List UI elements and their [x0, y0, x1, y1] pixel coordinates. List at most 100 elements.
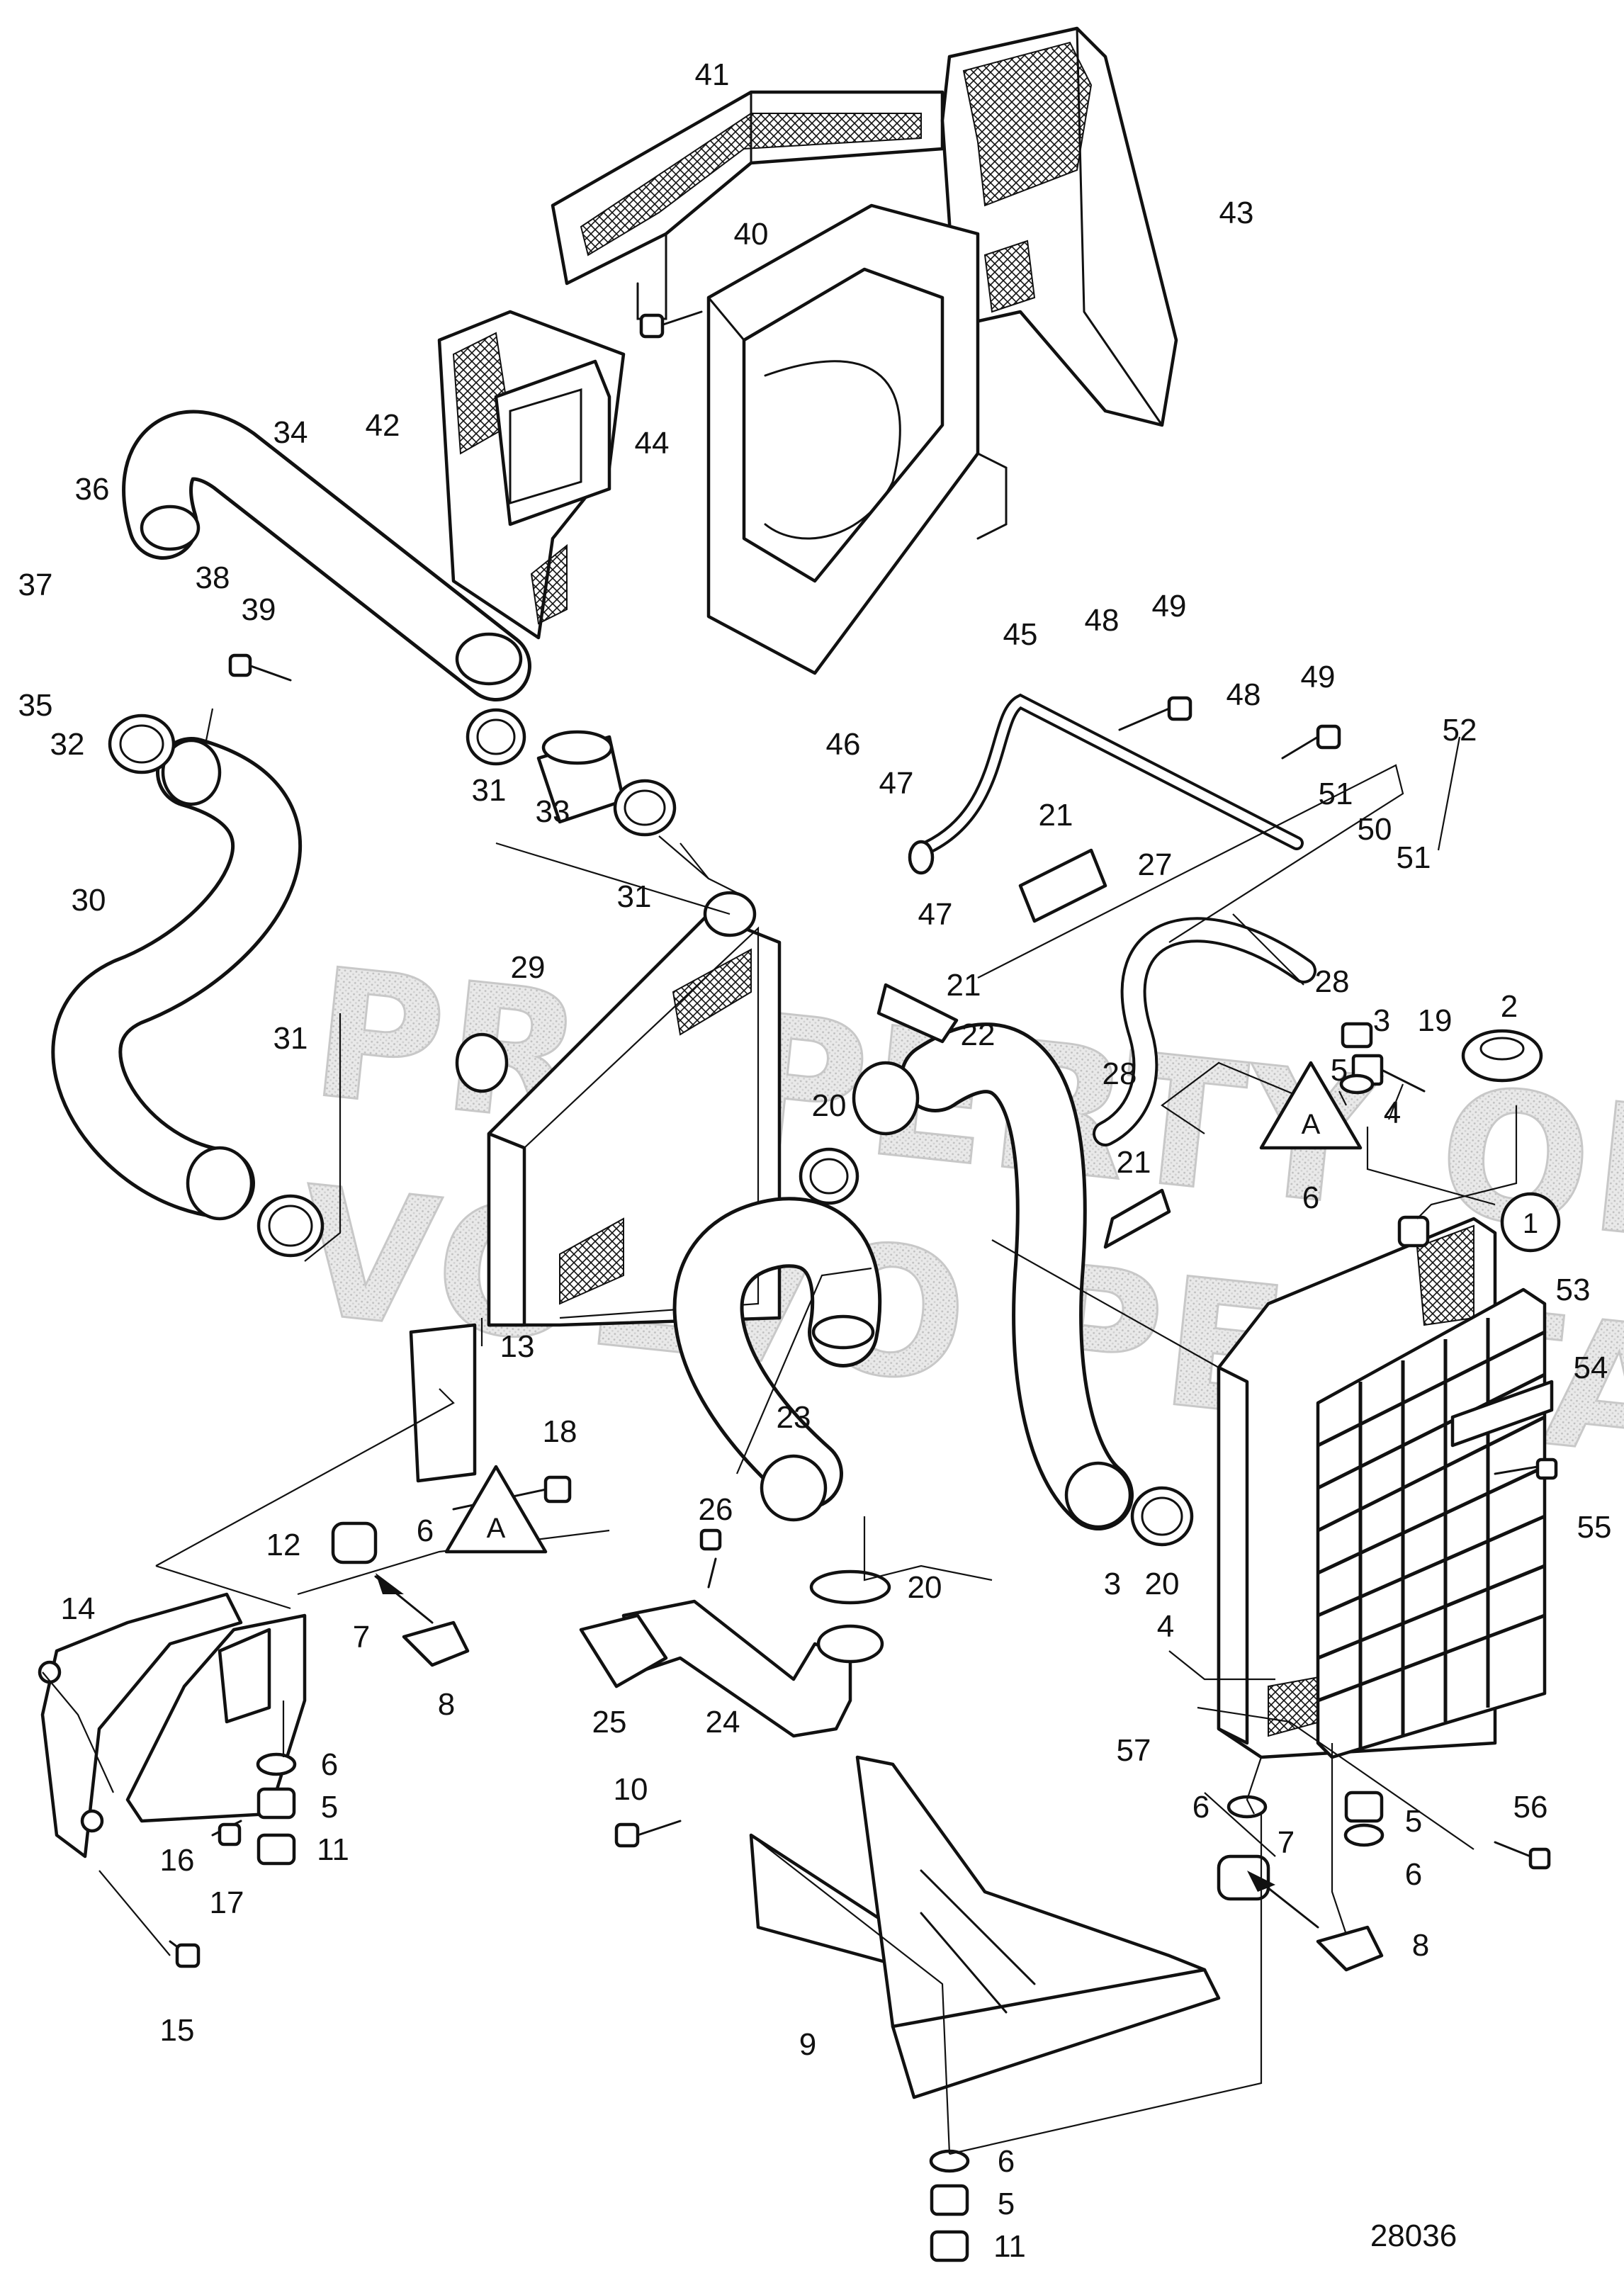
callout-label: 29 [511, 950, 546, 985]
callout-label: 5 [1331, 1053, 1348, 1088]
callout-label: 55 [1577, 1510, 1612, 1545]
callout-label: 23 [777, 1400, 811, 1435]
hose-clamps [108, 708, 1194, 1605]
reference-triangle-a: A A [444, 1061, 1363, 1554]
callout-label: 57 [1117, 1733, 1151, 1768]
callout-label: 21 [947, 968, 981, 1003]
callout-label: 3 [1373, 1003, 1390, 1038]
callout-label: 44 [635, 426, 670, 461]
callout-label: 24 [706, 1705, 740, 1739]
callout-label: 18 [543, 1414, 577, 1449]
callout-label: 6 [1302, 1180, 1319, 1215]
reference-triangle-label-upper: A [1302, 1109, 1321, 1140]
callout-label: 14 [61, 1591, 96, 1626]
hose-clips [876, 848, 1171, 1249]
callout-label: 40 [734, 217, 769, 252]
callout-label: 5 [998, 2187, 1015, 2221]
callout-label: 9 [799, 2027, 816, 2062]
callout-label: 5 [1405, 1804, 1422, 1839]
callout-label: 12 [266, 1528, 301, 1562]
leader-lines [42, 708, 1518, 2155]
callout-label: 47 [918, 897, 953, 932]
callout-label: 17 [210, 1885, 244, 1920]
callout-label: 51 [1319, 777, 1353, 811]
side-fan-guard [940, 26, 1178, 427]
upper-fan-guard [551, 90, 944, 320]
callout-label: 20 [1145, 1567, 1180, 1601]
callout-label: 6 [1405, 1857, 1422, 1892]
radiator-cap [1461, 1029, 1543, 1083]
callout-label: 48 [1085, 603, 1120, 638]
callout-label: 4 [1384, 1095, 1401, 1130]
upper-radiator-hose [852, 1022, 1134, 1530]
bolts [169, 310, 1558, 1968]
reference-circle-1: 1 [1500, 1192, 1561, 1253]
rubber-mounts [331, 1521, 1384, 1972]
callout-label: 47 [879, 766, 914, 801]
callout-label: 11 [993, 2229, 1026, 2264]
assembly-arrows [374, 1573, 1319, 1929]
callout-label: 31 [274, 1021, 308, 1056]
callout-label: 6 [417, 1513, 434, 1548]
reference-circle-label: 1 [1523, 1208, 1538, 1239]
lower-radiator-hose [672, 1197, 882, 1522]
callout-label: 31 [472, 773, 507, 808]
charge-air-cooler [455, 891, 782, 1327]
callout-label: 3 [1104, 1567, 1121, 1601]
callout-label: 39 [242, 592, 276, 627]
callout-label: 35 [18, 688, 53, 723]
callout-label: 34 [274, 415, 308, 450]
mounting-bracket-left [38, 1592, 243, 1859]
callout-label: 33 [536, 794, 570, 829]
callout-label: 28 [1103, 1056, 1137, 1091]
callout-label: 48 [1227, 677, 1261, 712]
callout-label: 19 [1418, 1003, 1453, 1038]
callout-label: 45 [1003, 617, 1038, 652]
callout-label: 11 [317, 1832, 349, 1867]
callout-label: 28 [1315, 964, 1350, 999]
callout-label: 49 [1301, 660, 1336, 694]
nuts-and-washers [256, 1022, 1385, 2262]
callout-label: 43 [1219, 196, 1254, 230]
lower-intake-hose [51, 737, 302, 1221]
vent-pipe [908, 693, 1304, 875]
callout-label: 16 [160, 1843, 195, 1878]
callout-label: 13 [500, 1329, 535, 1364]
callout-label: 7 [1278, 1825, 1295, 1860]
callout-label: 20 [908, 1570, 942, 1605]
callout-label: 27 [1138, 847, 1173, 882]
callout-label: 6 [998, 2144, 1015, 2179]
callout-label: 32 [50, 727, 85, 762]
callout-label: 4 [1157, 1609, 1174, 1644]
callout-label: 22 [961, 1017, 996, 1052]
callout-label: 56 [1513, 1790, 1548, 1825]
callout-label: 8 [1412, 1928, 1429, 1963]
callout-labels: 2 3 4 5 6 19 53 54 55 3 4 57 56 5 6 6 7 … [18, 57, 1612, 2264]
callout-label: 51 [1397, 840, 1431, 875]
callout-label: 26 [699, 1492, 733, 1527]
callout-label: 8 [438, 1687, 455, 1722]
callout-label: 10 [614, 1772, 648, 1807]
callout-label: 36 [75, 472, 110, 507]
callout-label: 15 [160, 2013, 195, 2048]
short-connecting-hose [536, 730, 626, 824]
callout-label: 46 [826, 727, 861, 762]
callout-label: 25 [592, 1705, 627, 1739]
callout-label: 50 [1358, 812, 1392, 847]
left-fan-guard [437, 310, 626, 640]
callout-label: 30 [72, 883, 106, 918]
callout-label: 41 [695, 57, 730, 92]
callout-label: 54 [1574, 1351, 1608, 1385]
callout-label: 21 [1117, 1145, 1151, 1180]
callout-label: 52 [1443, 713, 1477, 748]
callout-label: 6 [1192, 1790, 1209, 1825]
fan-shroud [706, 203, 1008, 675]
brand-plate [1450, 1380, 1554, 1448]
callout-label: 7 [353, 1620, 370, 1654]
callout-label: 5 [321, 1790, 338, 1825]
callout-label: 2 [1501, 989, 1518, 1024]
callout-label: 6 [321, 1747, 338, 1782]
callout-label: 49 [1152, 589, 1187, 624]
inlet-pipe [579, 1599, 884, 1738]
